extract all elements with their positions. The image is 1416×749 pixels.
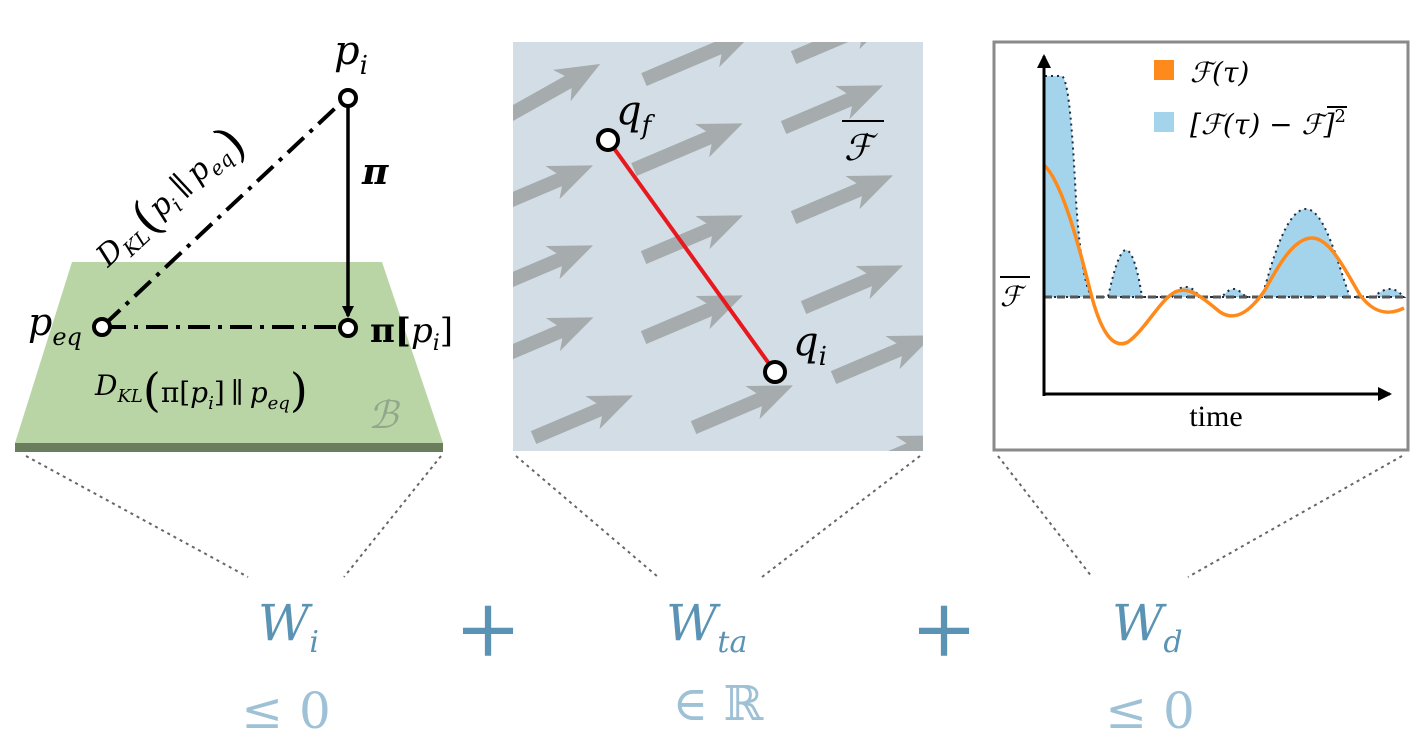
flow-arrow [640, 215, 743, 265]
label-dkl-diagonal: DKL(pi∥peq) [81, 114, 257, 283]
zoom-line [997, 455, 1093, 578]
legend-swatch-orange [1154, 60, 1174, 80]
point-q-i [763, 360, 787, 384]
deviation-squared-area [1043, 75, 1407, 298]
label-q-i: qi [793, 319, 827, 372]
zoom-line [761, 455, 921, 578]
legend-label-deviation: [ℱ(τ) − ℱ]2 [1190, 106, 1346, 141]
middle-panel: qf qi ℱ [513, 42, 923, 578]
flow-arrow [800, 265, 903, 315]
flow-arrow [530, 395, 633, 445]
bound-w-d: ≤ 0 [1105, 682, 1195, 740]
manifold-plane [15, 262, 443, 443]
zoom-line [515, 455, 659, 578]
label-pi-p-i: π[pi] [370, 311, 453, 356]
point-p-i [338, 88, 358, 108]
zoom-line [25, 455, 249, 578]
flow-arrows [513, 42, 923, 451]
field-background [513, 42, 923, 451]
work-terms: Wi + Wta + Wd ≤ 0 ∈ ℝ ≤ 0 [241, 582, 1195, 740]
plus-sign: + [910, 582, 977, 675]
point-q-f [596, 128, 620, 152]
label-projection: π [361, 151, 389, 193]
term-w-ta: Wta [666, 594, 747, 660]
flow-arrow [513, 245, 593, 295]
flow-arrow [631, 123, 743, 176]
label-p-eq: peq [28, 300, 82, 351]
bound-w-i: ≤ 0 [241, 682, 331, 740]
left-panel: pi π peq π[pi] DKL(pi∥peq) DKL(π[pi]∥peq… [15, 28, 453, 578]
flow-arrow [830, 335, 923, 385]
flow-arrow [513, 63, 601, 124]
zoom-line [1187, 455, 1403, 578]
trajectory-line [606, 138, 777, 374]
term-w-d: Wd [1112, 594, 1183, 660]
flow-arrow [513, 317, 594, 363]
legend-swatch-blue [1154, 112, 1174, 132]
bound-w-ta: ∈ ℝ [673, 676, 764, 732]
flow-arrow [641, 42, 753, 86]
point-pi-p-i [338, 318, 358, 338]
flow-arrow [840, 435, 923, 451]
flow-arrow [513, 165, 593, 215]
zoom-line [343, 455, 442, 578]
flow-arrow [640, 295, 743, 345]
svg-text:DKL(pi∥peq): DKL(pi∥peq) [81, 114, 257, 283]
manifold-edge [15, 443, 443, 452]
plus-sign: + [454, 582, 521, 675]
flow-arrow [780, 85, 883, 135]
point-p-eq [92, 317, 112, 337]
label-manifold: ℬ [368, 393, 401, 437]
x-axis-label: time [1189, 400, 1242, 433]
flow-arrow [790, 175, 893, 225]
flow-arrow [690, 385, 793, 435]
right-panel: ℱ(τ) [ℱ(τ) − ℱ]2 ℱ time [992, 40, 1410, 578]
label-dkl-bottom: DKL(π[pi]∥peq) [94, 363, 308, 417]
dkl-line-diagonal [102, 97, 347, 327]
signal-curve [1042, 163, 1405, 346]
term-w-i: Wi [258, 594, 319, 660]
label-p-i: pi [334, 28, 368, 81]
flow-arrow [790, 42, 893, 65]
legend-label-signal: ℱ(τ) [1190, 56, 1249, 89]
